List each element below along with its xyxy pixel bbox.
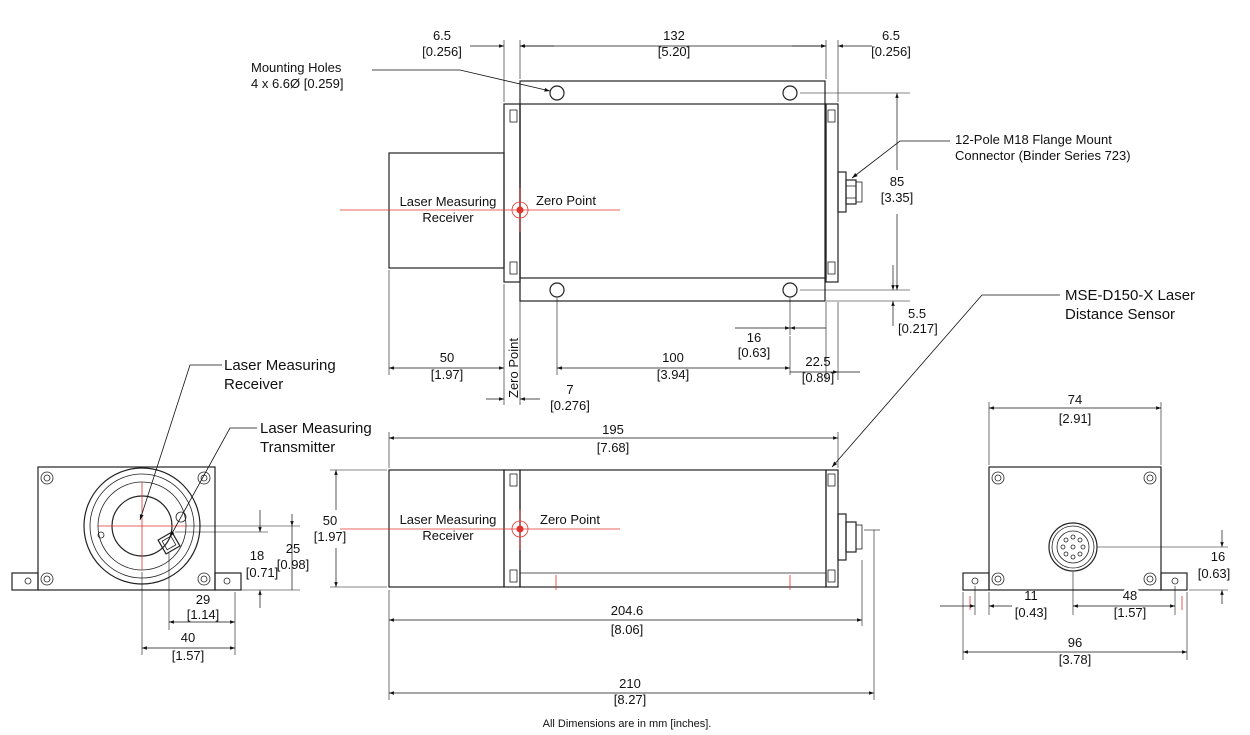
dim-195-mm: 195 [602, 422, 624, 437]
zero-point-marker [511, 201, 529, 219]
dim-85-in: [3.35] [881, 190, 914, 205]
connector-label-line2: Connector (Binder Series 723) [955, 148, 1131, 163]
dim-6-5-left-mm: 6.5 [433, 28, 451, 43]
mounting-hole [782, 85, 798, 101]
rear-mount-foot-left [962, 572, 990, 591]
dim-16-rear-mm: 16 [1211, 549, 1225, 564]
front-transmitter-label-line1: Laser Measuring [260, 420, 372, 437]
front-receiver-label-line1: Laser Measuring [224, 357, 336, 374]
dim-29-mm: 29 [196, 592, 210, 607]
top-right-flange [825, 103, 839, 283]
dim-132-mm: 132 [663, 28, 685, 43]
front-housing [37, 466, 216, 591]
side-main-body [519, 469, 827, 588]
front-receiver-label-line2: Receiver [224, 376, 283, 393]
side-right-flange [825, 469, 839, 588]
dim-210-in: [8.27] [614, 692, 647, 707]
front-mount-foot-right [214, 572, 242, 591]
dim-50-top-in: [1.97] [431, 367, 464, 382]
dim-40-mm: 40 [181, 630, 195, 645]
dim-40-in: [1.57] [172, 648, 205, 663]
dim-11-in: [0.43] [1015, 605, 1048, 620]
dim-85-mm: 85 [890, 174, 904, 189]
dim-25-in: [0.98] [277, 557, 310, 572]
dim-7-mm: 7 [566, 382, 573, 397]
rear-mount-foot-right [1160, 572, 1188, 591]
top-main-body [519, 103, 827, 279]
dim-100-in: [3.94] [657, 367, 690, 382]
dim-74-mm: 74 [1068, 392, 1082, 407]
dim-100-mm: 100 [662, 350, 684, 365]
receiver-side-label-line2: Receiver [422, 528, 474, 543]
side-connector [837, 513, 863, 561]
top-connector [837, 171, 863, 213]
transmitter-window [157, 531, 181, 555]
top-mounting-plate [519, 80, 826, 302]
dim-50-side-mm: 50 [323, 513, 337, 528]
zero-point-vertical-label: Zero Point [506, 338, 521, 398]
dim-6-5-left-in: [0.256] [422, 44, 462, 59]
mounting-hole [549, 282, 565, 298]
rear-housing [988, 466, 1162, 591]
footnote: All Dimensions are in mm [inches]. [543, 718, 712, 730]
dim-204-6-in: [8.06] [611, 622, 644, 637]
dim-25-mm: 25 [286, 541, 300, 556]
dim-29-in: [1.14] [187, 607, 220, 622]
dim-74-in: [2.91] [1059, 411, 1092, 426]
receiver-label-line1: Laser Measuring [400, 194, 497, 209]
dim-210-mm: 210 [619, 676, 641, 691]
dim-5-5-in: [0.217] [898, 321, 938, 336]
dim-7-in: [0.276] [550, 398, 590, 413]
dim-132-in: [5.20] [658, 44, 691, 59]
zero-point-side-label: Zero Point [540, 512, 600, 527]
dim-18-mm: 18 [250, 548, 264, 563]
dim-50-side-in: [1.97] [314, 529, 347, 544]
sensor-label-line1: MSE-D150-X Laser [1065, 287, 1195, 304]
top-flange-plate [503, 103, 521, 283]
front-transmitter-label-line2: Transmitter [260, 439, 335, 456]
zero-point-label: Zero Point [536, 193, 596, 208]
side-view: Laser Measuring Receiver Zero Point MSE-… [314, 287, 1195, 707]
front-mount-foot-left [11, 572, 39, 591]
mounting-holes-label-line2: 4 x 6.6Ø [0.259] [251, 76, 344, 91]
sensor-label-line2: Distance Sensor [1065, 306, 1175, 323]
zero-point-marker-side [511, 520, 529, 538]
dim-18-in: [0.71] [246, 565, 279, 580]
mounting-hole [549, 85, 565, 101]
rear-connector [1048, 522, 1098, 572]
dim-6-5-right-in: [0.256] [871, 44, 911, 59]
dim-16-top-mm: 16 [747, 330, 761, 345]
rear-view: 74 [2.91] 16 [0.63] 11 [0.43] 48 [1.57] … [940, 389, 1231, 667]
dim-48-in: [1.57] [1114, 605, 1147, 620]
receiver-side-label-line1: Laser Measuring [400, 512, 497, 527]
dim-16-top-in: [0.63] [738, 345, 771, 360]
receiver-label-line2: Receiver [422, 210, 474, 225]
dim-96-in: [3.78] [1059, 652, 1092, 667]
dim-204-6-mm: 204.6 [611, 603, 644, 618]
dim-195-in: [7.68] [597, 440, 630, 455]
dim-22-5-in: [0.89] [802, 370, 835, 385]
dim-48-mm: 48 [1123, 588, 1137, 603]
dim-96-mm: 96 [1068, 635, 1082, 650]
connector-label-line1: 12-Pole M18 Flange Mount [955, 132, 1112, 147]
top-view: Laser Measuring Receiver Zero Point Moun… [251, 28, 1131, 413]
dim-50-top-mm: 50 [440, 350, 454, 365]
front-view: Laser Measuring Receiver Laser Measuring… [11, 357, 372, 663]
dim-5-5-mm: 5.5 [908, 306, 926, 321]
mounting-hole [782, 282, 798, 298]
dim-16-rear-in: [0.63] [1198, 566, 1231, 581]
dim-11-mm: 11 [1024, 588, 1038, 603]
dim-6-5-right-mm: 6.5 [882, 28, 900, 43]
mounting-holes-label-line1: Mounting Holes [251, 60, 342, 75]
dim-22-5-mm: 22.5 [805, 354, 830, 369]
